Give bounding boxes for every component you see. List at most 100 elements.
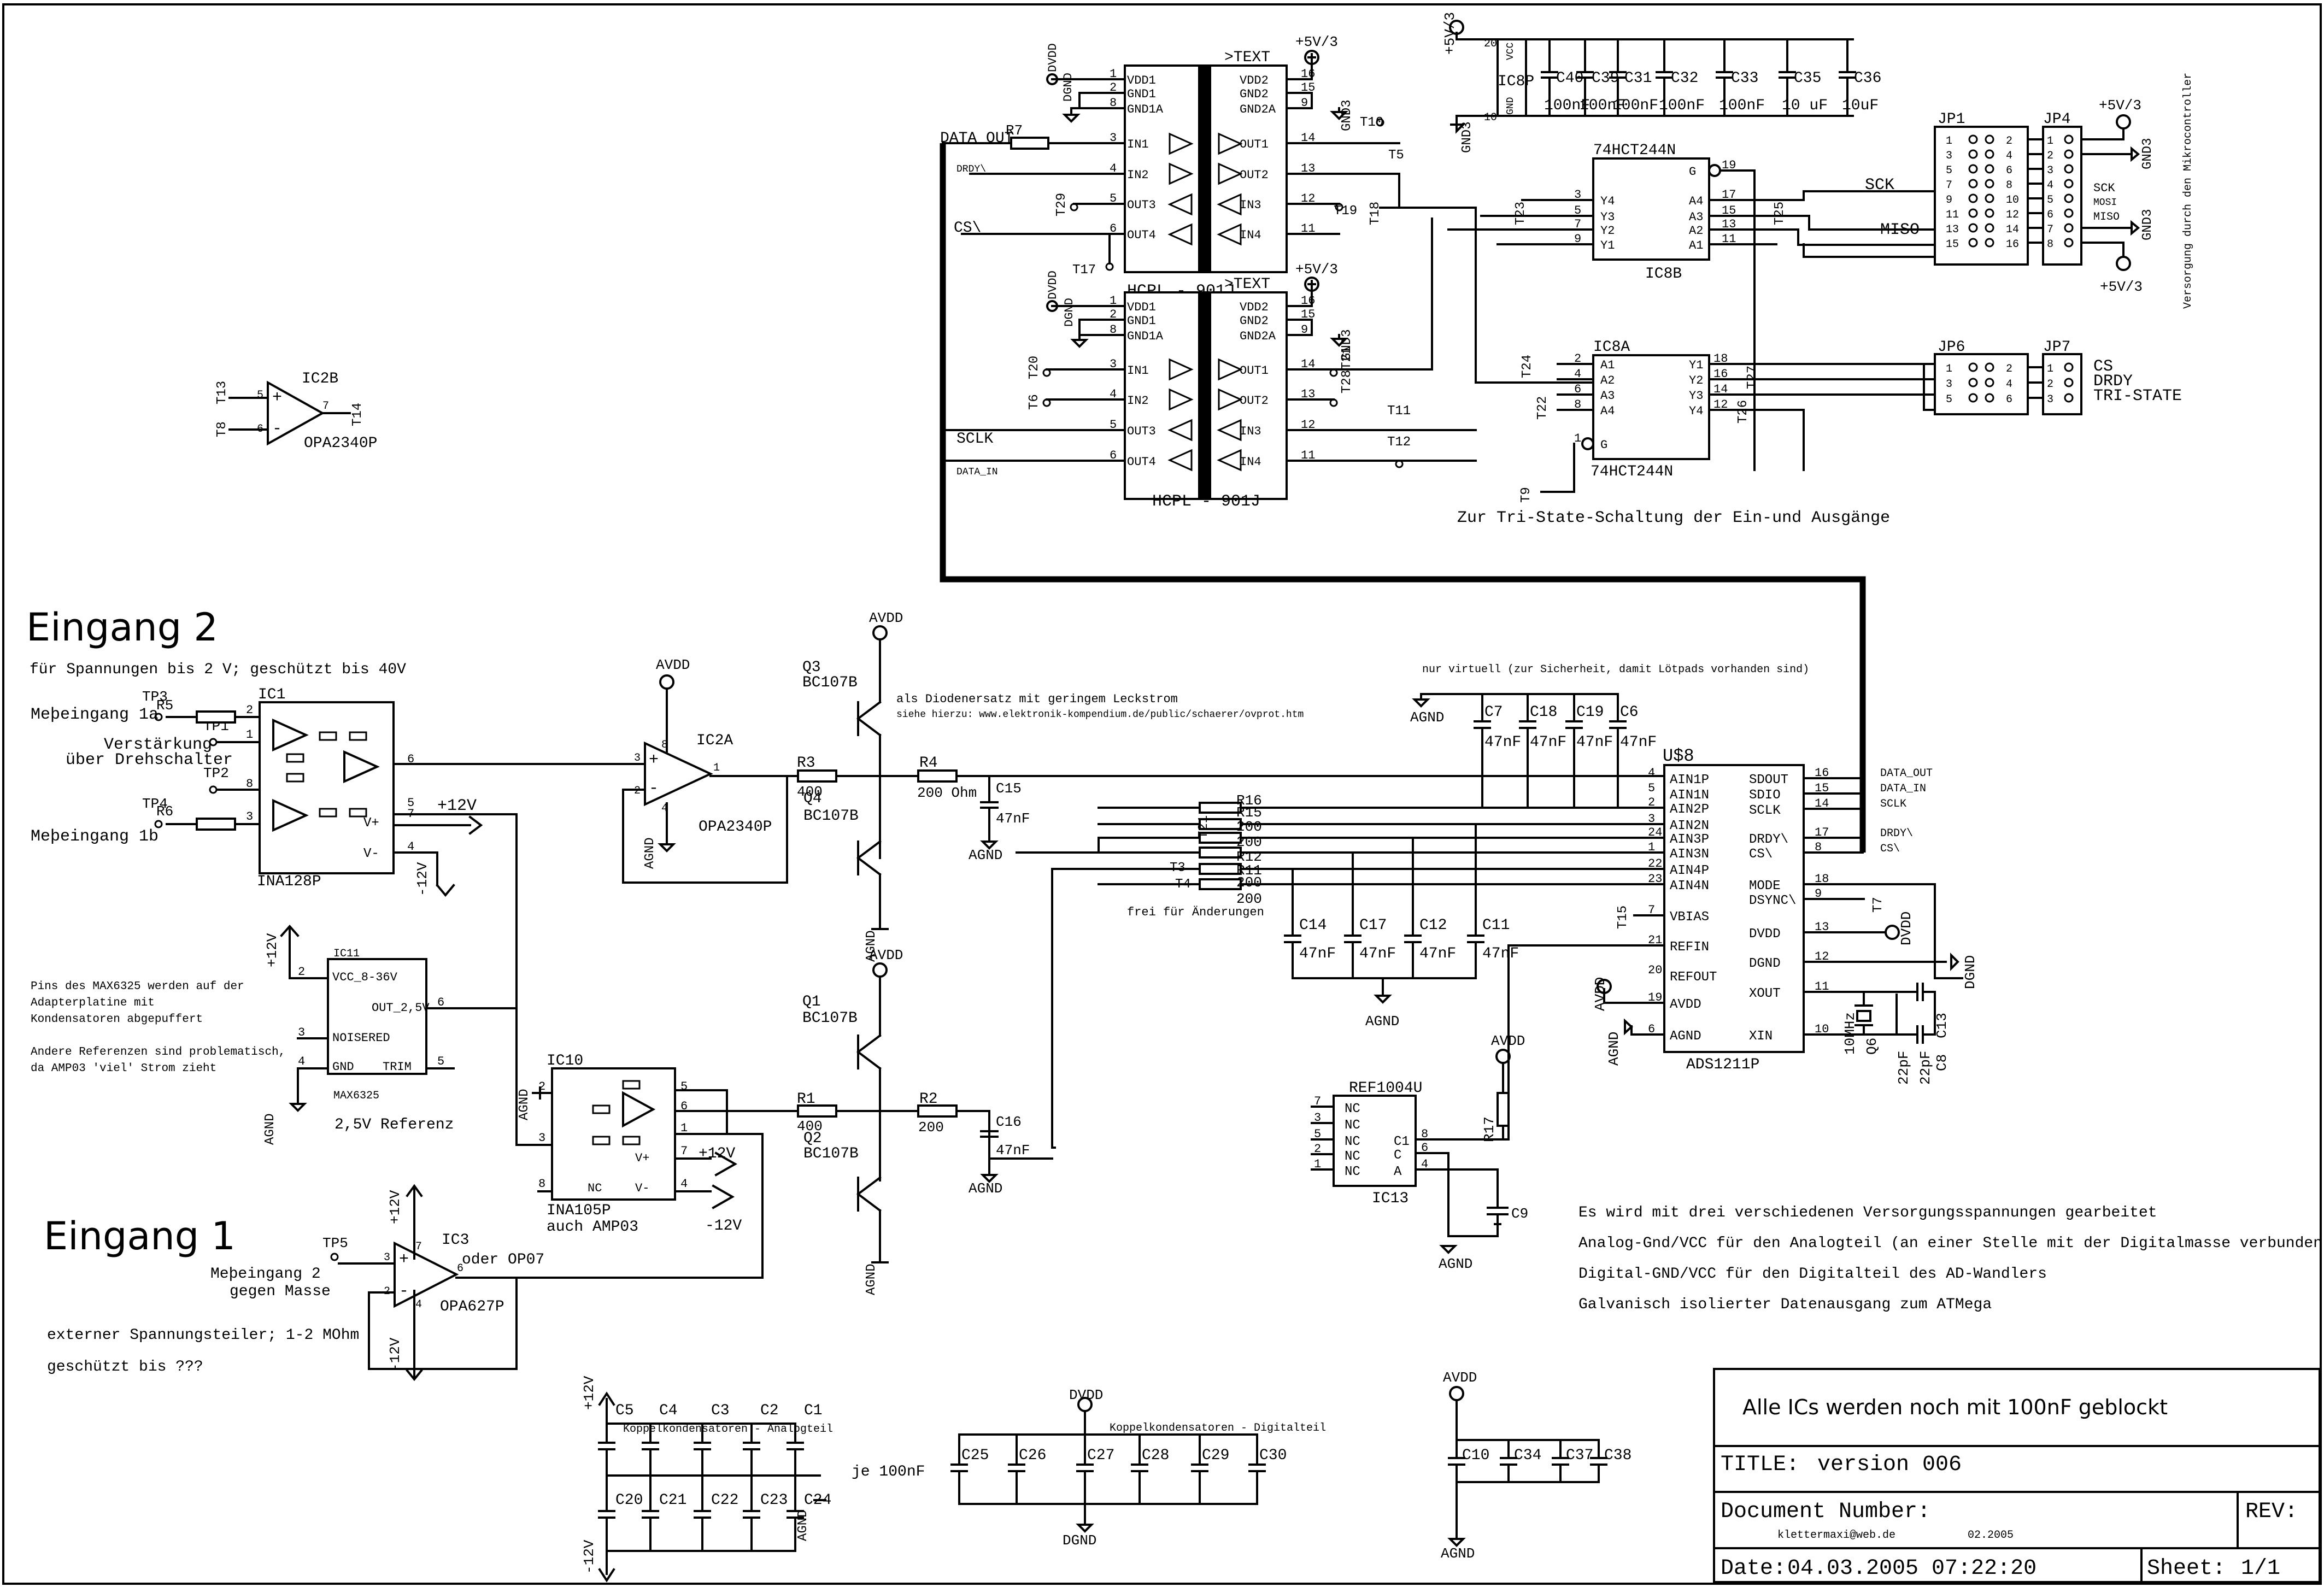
q1-transistor: AVDD Q1 BC107B bbox=[802, 947, 903, 1070]
jp7-tristate: TRI-STATE bbox=[2093, 387, 2182, 405]
pin-num: 6 bbox=[1110, 222, 1117, 236]
title-block-note: Alle ICs werden noch mit 100nF geblockt bbox=[1742, 1395, 2168, 1419]
svg-text:OPA2340P: OPA2340P bbox=[699, 819, 772, 836]
cap-name: C35 bbox=[1794, 70, 1821, 87]
svg-text:T24: T24 bbox=[1520, 355, 1535, 378]
eingang1-note-2: geschützt bis ??? bbox=[47, 1359, 203, 1376]
pin-num: 4 bbox=[2006, 378, 2012, 391]
cap-value: 47nF bbox=[1620, 734, 1657, 751]
pin-num: 2 bbox=[1110, 308, 1117, 321]
svg-text:T13: T13 bbox=[215, 381, 230, 404]
svg-text:-: - bbox=[399, 1282, 409, 1301]
supply-5v3-jp-bot: +5V/3 bbox=[2100, 256, 2143, 295]
svg-text:JP7: JP7 bbox=[2043, 339, 2070, 356]
pin-label: A1 bbox=[1600, 358, 1615, 372]
supply-5v3-opto1: +5V/3 bbox=[1295, 34, 1338, 65]
cap-name: C18 bbox=[1530, 704, 1557, 721]
pin-num: 6 bbox=[1648, 1022, 1655, 1036]
signal-data-out-left: DATA_OUT bbox=[940, 130, 1013, 147]
ads-signal: DATA_OUT bbox=[1880, 767, 1933, 780]
svg-text:VCC_8-36V: VCC_8-36V bbox=[332, 971, 398, 984]
pin-label: GND1 bbox=[1127, 314, 1156, 328]
svg-text:BC107B: BC107B bbox=[802, 674, 858, 691]
svg-text:GND3: GND3 bbox=[1460, 121, 1475, 153]
pin-label: A bbox=[1394, 1165, 1402, 1179]
svg-text:DVDD: DVDD bbox=[1046, 271, 1060, 299]
svg-text:DVDD: DVDD bbox=[1898, 912, 1915, 945]
cap-name: C33 bbox=[1731, 70, 1758, 87]
ic11-max6325: IC11 VCC_8-36V OUT_2,5V NOISERED GND TRI… bbox=[298, 948, 444, 1102]
cap-value: 47nF bbox=[1530, 734, 1566, 751]
pin-num: 5 bbox=[1946, 393, 1952, 406]
digital-caps-dvdd: DVDD bbox=[1069, 1387, 1103, 1403]
r2-value: 200 bbox=[918, 1119, 944, 1136]
jp4-mosi: MOSI bbox=[2093, 197, 2117, 208]
pin-label: XOUT bbox=[1749, 986, 1781, 1001]
dgnd-ads: DGND bbox=[1950, 953, 1979, 989]
pin-label: GND1A bbox=[1127, 103, 1164, 116]
pin-label: AIN4P bbox=[1670, 863, 1709, 878]
cap-name: C5 bbox=[615, 1402, 634, 1419]
svg-text:IC8A: IC8A bbox=[1593, 339, 1630, 356]
svg-text:20: 20 bbox=[1484, 38, 1497, 50]
pin-label: IN1 bbox=[1127, 138, 1149, 151]
label-drehschalter: über Drehschalter bbox=[66, 751, 233, 769]
pin-num: 9 bbox=[1301, 323, 1308, 337]
pin-num: 2 bbox=[2006, 363, 2012, 375]
cap-value: 100nF bbox=[1719, 97, 1765, 114]
pin-num: 1 bbox=[1574, 432, 1581, 445]
ic2b-opamp: IC2B OPA2340P 5 6 7 + - T13 T8 T14 bbox=[215, 371, 377, 452]
pin-label: SCLK bbox=[1749, 803, 1781, 818]
pin-num: 4 bbox=[1421, 1157, 1428, 1171]
pin-label: A1 bbox=[1689, 239, 1703, 252]
max6325-note: Pins des MAX6325 werden auf derAdapterpl… bbox=[31, 980, 285, 1075]
r3-label: R3 bbox=[797, 755, 815, 772]
cap-value: 47nF bbox=[1576, 734, 1613, 751]
pin-label: AIN4N bbox=[1670, 879, 1709, 894]
svg-text:4: 4 bbox=[298, 1055, 305, 1068]
svg-text:1: 1 bbox=[713, 762, 720, 774]
c8-value: 22pF bbox=[1917, 1051, 1934, 1085]
gnd3-jp-top: GND3 bbox=[2131, 138, 2155, 169]
svg-text:6: 6 bbox=[457, 1262, 463, 1275]
svg-text:5: 5 bbox=[257, 389, 263, 402]
sheet-value: 1/1 bbox=[2241, 1556, 2280, 1581]
pin-label: Y4 bbox=[1689, 404, 1703, 418]
svg-text:TRIM: TRIM bbox=[383, 1060, 412, 1074]
cap-name: C26 bbox=[1019, 1447, 1046, 1464]
c13-label: C13 bbox=[1934, 1013, 1950, 1038]
tp4: TP4 bbox=[142, 796, 168, 812]
pin-label: DVDD bbox=[1749, 927, 1781, 942]
svg-text:C16: C16 bbox=[996, 1114, 1022, 1130]
svg-text:3: 3 bbox=[634, 752, 641, 765]
pin-label: NC bbox=[1345, 1135, 1360, 1149]
svg-text:GND3: GND3 bbox=[2140, 209, 2155, 240]
eingang2-subtitle: für Spannungen bis 2 V; geschützt bis 40… bbox=[30, 661, 406, 678]
small-caps-avdd: AVDD bbox=[1443, 1369, 1477, 1386]
svg-text:T22: T22 bbox=[1535, 396, 1550, 420]
pin-label: G bbox=[1600, 438, 1607, 452]
diode-note-2: siehe hierzu: www.elektronik-kompendium.… bbox=[896, 709, 1304, 720]
diode-note-1: als Diodenersatz mit geringem Leckstrom bbox=[896, 692, 1178, 706]
pin-label: AGND bbox=[1670, 1029, 1701, 1044]
agnd-ic10: AGND bbox=[517, 1089, 532, 1120]
pin-num: 10 bbox=[2006, 194, 2019, 207]
pin-label: Y3 bbox=[1689, 389, 1703, 403]
svg-text:T29: T29 bbox=[1054, 193, 1069, 216]
frei-note: frei für Änderungen bbox=[1127, 906, 1264, 919]
pin-label: DSYNC\ bbox=[1749, 894, 1796, 908]
pin-label: GND2A bbox=[1240, 103, 1276, 116]
svg-text:Q3: Q3 bbox=[802, 659, 821, 676]
supply-5v3-jp-top: +5V/3 bbox=[2099, 97, 2141, 130]
svg-text:Q2: Q2 bbox=[803, 1130, 822, 1147]
svg-text:2: 2 bbox=[246, 703, 253, 717]
cap-name: C25 bbox=[961, 1447, 989, 1464]
svg-text:V+: V+ bbox=[635, 1151, 649, 1165]
date-value: 04.03.2005 07:22:20 bbox=[1787, 1556, 2037, 1581]
svg-text:DVDD: DVDD bbox=[1046, 43, 1060, 72]
pin-num: 2 bbox=[1314, 1142, 1321, 1156]
pin-num: 8 bbox=[2006, 179, 2012, 192]
